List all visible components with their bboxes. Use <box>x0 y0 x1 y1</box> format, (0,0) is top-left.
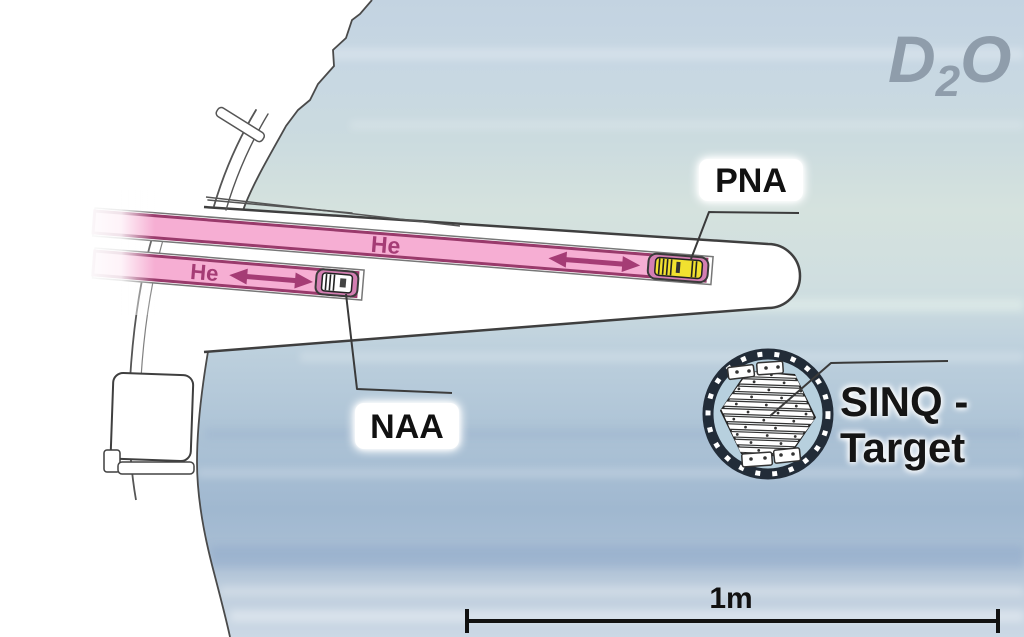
d2o-element: D <box>888 22 936 96</box>
naa-label: NAA <box>355 403 459 449</box>
wall-strut-lower <box>117 461 195 475</box>
wall-strut-upper <box>215 106 266 143</box>
pna-label: PNA <box>699 159 803 201</box>
scale-bar <box>465 609 1000 633</box>
tube-fade-overlay <box>80 190 158 315</box>
pna-capsule <box>646 252 710 284</box>
naa-capsule <box>314 268 360 298</box>
sinq-label-line2: Target <box>840 424 965 471</box>
he-label-lower: He <box>189 259 219 286</box>
sinq-target <box>702 348 834 480</box>
pna-label-text: PNA <box>715 162 787 200</box>
d2o-label: D2O <box>888 22 1012 106</box>
leader-line-sinq <box>769 360 949 417</box>
target-ring-bolts <box>705 351 831 477</box>
pna-tube: He <box>91 207 714 286</box>
target-rod-array <box>719 370 817 456</box>
he-label-upper: He <box>370 231 401 259</box>
sinq-target-label: SINQ - Target <box>840 378 968 471</box>
target-clamps <box>726 360 802 468</box>
leader-line-pna <box>690 211 800 260</box>
d2o-subscript: 2 <box>935 57 961 106</box>
leader-line-naa <box>345 293 453 394</box>
clamp-bolts <box>735 365 795 461</box>
flow-arrow-lower <box>229 268 313 289</box>
naa-label-text: NAA <box>370 408 444 446</box>
beam-port-box <box>109 371 195 463</box>
d2o-oxygen: O <box>960 22 1011 96</box>
tank-wall-upper <box>207 106 353 214</box>
flow-arrow-upper <box>548 251 641 273</box>
sinq-label-line1: SINQ - <box>840 378 968 425</box>
scale-bar-label: 1m <box>709 582 752 615</box>
